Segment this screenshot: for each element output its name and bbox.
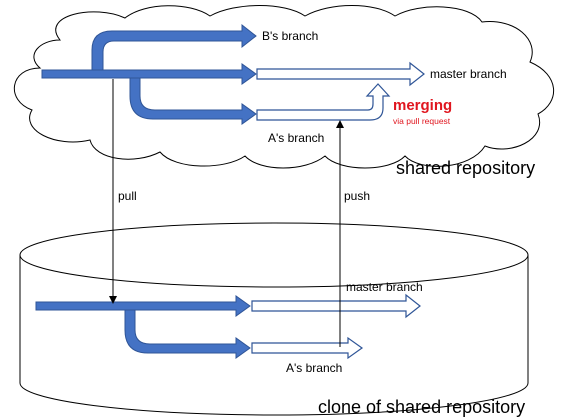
push-label: push xyxy=(344,189,370,203)
clone-repository-cylinder-top xyxy=(19,222,529,288)
shared-repository-label: shared repository xyxy=(396,158,535,178)
via-pull-request-label: via pull request xyxy=(393,116,451,126)
b-branch-arrow xyxy=(91,23,257,71)
clone-repository-label: clone of shared repository xyxy=(318,397,525,417)
master-branch-outline-arrow-shared xyxy=(256,61,425,87)
shared-trunk-arrow xyxy=(41,63,257,85)
pull-label: pull xyxy=(118,189,137,203)
master-branch-outline-arrow-clone xyxy=(251,293,421,319)
a-branch-label-shared: A's branch xyxy=(268,131,324,145)
shared-repository-cloud xyxy=(14,5,554,169)
a-branch-label-clone: A's branch xyxy=(286,361,342,375)
clone-repository-cylinder-body xyxy=(19,255,529,416)
a-branch-arrow-clone xyxy=(124,309,251,359)
a-branch-arrow-shared xyxy=(129,77,257,125)
a-branch-outline-merge-arrow xyxy=(256,83,391,121)
merging-label: merging xyxy=(393,97,452,114)
b-branch-label: B's branch xyxy=(262,29,318,43)
master-branch-label-shared: master branch xyxy=(430,67,507,81)
a-branch-outline-arrow-clone xyxy=(251,336,364,360)
clone-trunk-arrow xyxy=(35,295,251,317)
master-branch-label-clone: master branch xyxy=(346,280,423,294)
